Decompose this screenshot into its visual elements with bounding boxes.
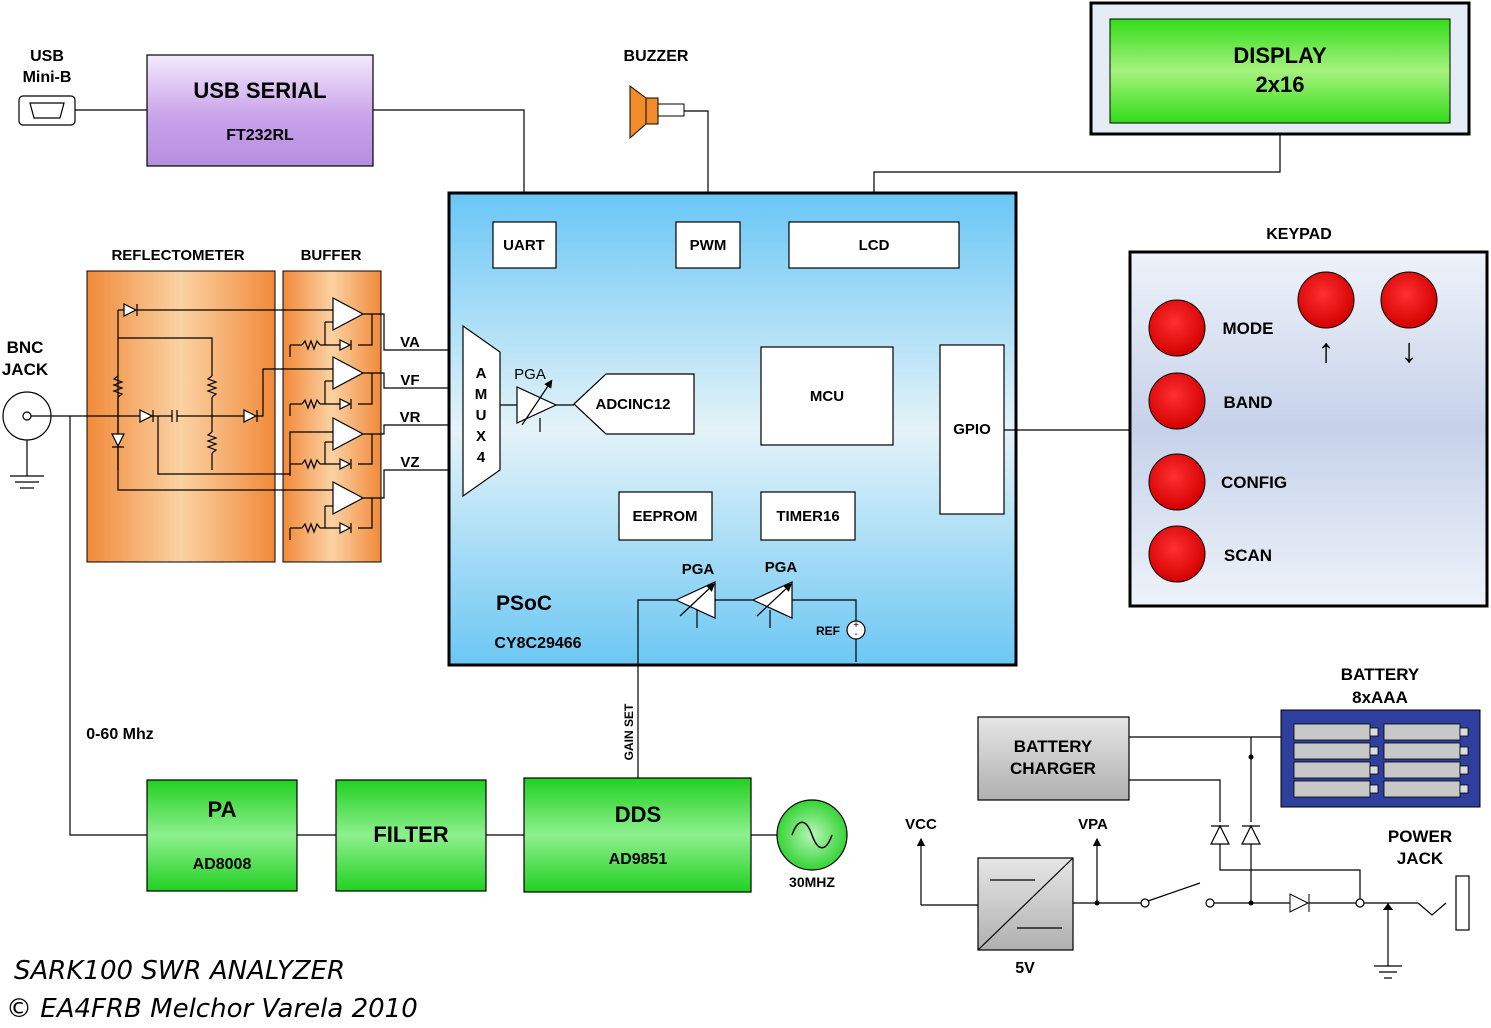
keypad-button-band-label: BAND <box>1223 393 1272 412</box>
lcd-label: LCD <box>859 237 890 254</box>
dds-part: AD9851 <box>609 851 668 868</box>
dds-block: DDS AD9851 <box>523 777 752 893</box>
oscillator-icon <box>776 799 848 871</box>
eeprom-label: EEPROM <box>632 508 697 525</box>
usb-mini-b-connector: USB Mini-B <box>18 48 76 126</box>
footer-title: SARK100 SWR ANALYZER <box>14 956 345 986</box>
reflectometer-block: REFLECTOMETER BUFFER <box>70 247 449 563</box>
pa-part: AD8008 <box>193 856 252 873</box>
mcu-label: MCU <box>810 388 844 405</box>
filter-block: FILTER <box>335 779 487 892</box>
pga-label-2: PGA <box>765 559 798 576</box>
buzzer-label: BUZZER <box>624 48 689 65</box>
timer-label: TIMER16 <box>776 508 839 525</box>
charger-label-2: CHARGER <box>1010 759 1096 778</box>
gpio-label: GPIO <box>953 421 991 438</box>
reflectometer-label: REFLECTOMETER <box>111 247 244 264</box>
usb-serial-block: USB SERIAL FT232RL <box>146 54 374 167</box>
pga-label-1: PGA <box>682 561 715 578</box>
footer-credit: © EA4FRB Melchor Varela 2010 <box>6 994 418 1024</box>
keypad-button-config-label: CONFIG <box>1221 473 1287 492</box>
keypad-button-mode[interactable]: MODE <box>1148 299 1274 357</box>
filter-title: FILTER <box>373 822 448 847</box>
usb-serial-part: FT232RL <box>226 127 294 144</box>
ref-label: REF <box>816 624 840 638</box>
battery-charger-block: BATTERY CHARGER <box>977 716 1130 801</box>
power-switch[interactable] <box>1140 882 1215 908</box>
amux-letter-1: A <box>476 365 487 382</box>
signal-vf: VF <box>400 372 419 389</box>
amux-block <box>462 324 501 498</box>
adc-label: ADCINC12 <box>595 396 670 413</box>
keypad-button-down[interactable]: ↓ <box>1380 271 1438 370</box>
pa-title: PA <box>208 797 237 822</box>
bnc-label-2: JACK <box>2 360 49 379</box>
power-jack-icon <box>1455 875 1470 931</box>
pga-amplifier <box>516 386 558 424</box>
psoc-name: PSoC <box>496 592 552 615</box>
pwm-label: PWM <box>690 237 727 254</box>
bnc-jack: BNC JACK <box>2 338 70 489</box>
buffer-label: BUFFER <box>301 247 362 264</box>
power-jack-label-2: JACK <box>1397 849 1444 868</box>
dds-title: DDS <box>615 802 661 827</box>
osc-label: 30MHZ <box>789 874 835 890</box>
usb-serial-title: USB SERIAL <box>193 78 326 103</box>
regulator-5v-block <box>977 857 1074 951</box>
pa-block: PA AD8008 <box>146 779 298 892</box>
vpa-label: VPA <box>1078 816 1108 833</box>
usb-connector-label-2: Mini-B <box>23 69 72 86</box>
keypad-button-scan-label: SCAN <box>1224 546 1272 565</box>
svg-text:+: + <box>853 620 859 631</box>
psoc-part: CY8C29466 <box>494 635 581 652</box>
psoc-block: UART PWM LCD MCU GPIO EEPROM TIMER16 A M… <box>447 191 1018 778</box>
keypad-title: KEYPAD <box>1266 226 1332 243</box>
buzzer-icon <box>629 85 685 140</box>
freq-range-label: 0-60 Mhz <box>86 726 154 743</box>
display-block: DISPLAY 2x16 <box>1089 1 1471 136</box>
amux-letter-3: U <box>476 407 487 424</box>
charger-label-1: BATTERY <box>1014 737 1093 756</box>
display-title: DISPLAY <box>1233 43 1327 68</box>
amux-letter-5: 4 <box>477 449 486 466</box>
signal-vz: VZ <box>400 454 419 471</box>
signal-va: VA <box>400 334 420 351</box>
uart-label: UART <box>503 237 545 254</box>
amux-letter-4: X <box>476 428 486 445</box>
battery-pack <box>1280 709 1481 808</box>
keypad-button-band[interactable]: BAND <box>1148 372 1273 430</box>
display-size: 2x16 <box>1256 72 1305 97</box>
bnc-label-1: BNC <box>7 338 44 357</box>
gain-set-label: GAIN SET <box>622 703 636 760</box>
svg-text:-: - <box>854 629 857 640</box>
regulator-label: 5V <box>1015 960 1035 977</box>
buffer-amplifiers <box>289 297 449 540</box>
power-jack-label-1: POWER <box>1388 827 1452 846</box>
arrow-down-icon: ↓ <box>1401 332 1418 370</box>
keypad-block: MODE BAND CONFIG SCAN ↑ ↓ <box>1128 250 1489 608</box>
signal-vr: VR <box>400 409 421 426</box>
keypad-button-scan[interactable]: SCAN <box>1148 525 1272 583</box>
keypad-button-up[interactable]: ↑ <box>1297 271 1355 370</box>
keypad-button-mode-label: MODE <box>1223 319 1274 338</box>
arrow-up-icon: ↑ <box>1318 332 1335 370</box>
pga-label-adc: PGA <box>514 366 546 383</box>
amux-letter-2: M <box>475 386 488 403</box>
vcc-label: VCC <box>905 816 937 833</box>
battery-label-1: BATTERY <box>1341 665 1420 684</box>
battery-label-2: 8xAAA <box>1352 688 1408 707</box>
usb-connector-label-1: USB <box>30 48 64 65</box>
keypad-button-config[interactable]: CONFIG <box>1148 453 1287 511</box>
